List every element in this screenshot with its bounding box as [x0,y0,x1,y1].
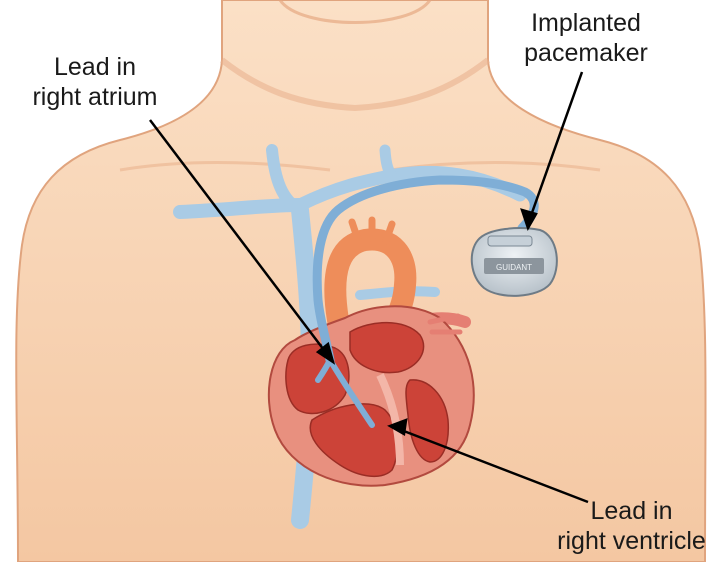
label-ventricle-line-1: Lead in [540,496,723,526]
label-ventricle-line-2: right ventricle [540,526,723,556]
label-implanted-pacemaker: Implanted pacemaker [496,8,676,68]
label-pacemaker-line-1: Implanted [496,8,676,38]
pacemaker-header [488,236,532,246]
label-atrium-line-1: Lead in [0,52,190,82]
label-lead-right-ventricle: Lead in right ventricle [540,496,723,556]
label-pacemaker-line-2: pacemaker [496,38,676,68]
left-subclavian-vein [180,205,300,212]
pacemaker-device: GUIDANT [472,228,557,296]
label-atrium-line-2: right atrium [0,82,190,112]
label-lead-right-atrium: Lead in right atrium [0,52,190,112]
pacemaker-brand-text: GUIDANT [496,263,532,272]
left-atrium-chamber [350,323,424,373]
